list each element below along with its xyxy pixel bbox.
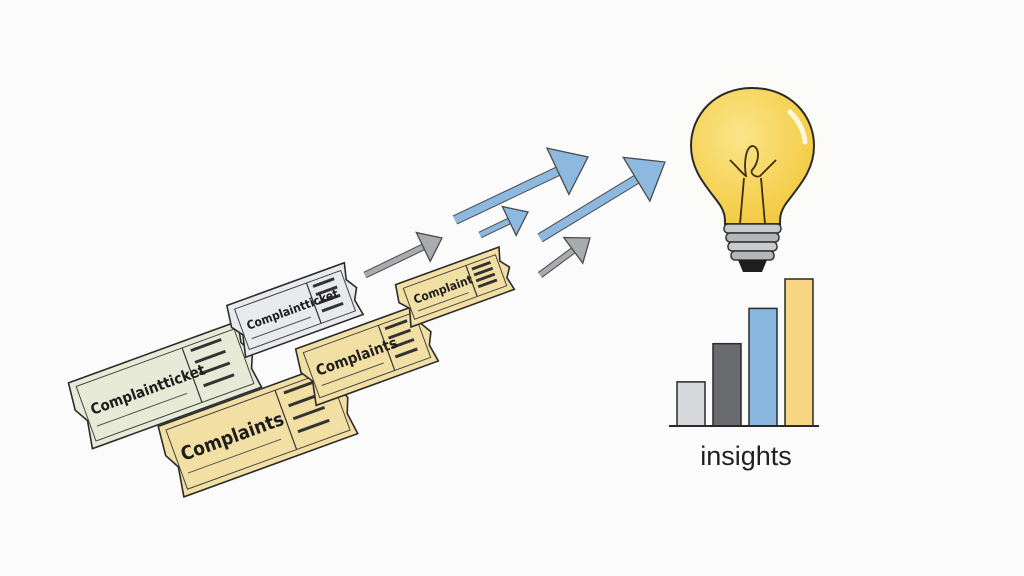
bar (676, 381, 706, 427)
insights-label: insights (700, 441, 792, 471)
blue-arrow-icon (452, 147, 589, 225)
lightbulb-icon (657, 55, 847, 272)
complaint-ticket: Complaints (294, 303, 440, 407)
flow-arrows (363, 147, 666, 279)
bar (712, 342, 742, 427)
complaint-ticket: Complaintticket (67, 320, 263, 450)
grey-arrow-icon (537, 236, 591, 278)
insights-bar-chart (676, 278, 814, 427)
complaint-ticket: Complaint (394, 245, 516, 329)
blue-arrow-icon (478, 205, 529, 239)
bar (784, 278, 814, 427)
complaint-ticket: Complaintticket (225, 261, 365, 359)
grey-arrow-icon (363, 231, 443, 279)
complaint-tickets: ComplaintticketComplaintticketComplaints… (67, 245, 516, 498)
bar (748, 307, 778, 427)
blue-arrow-icon (537, 156, 666, 243)
complaint-ticket: Complaints (157, 362, 359, 498)
